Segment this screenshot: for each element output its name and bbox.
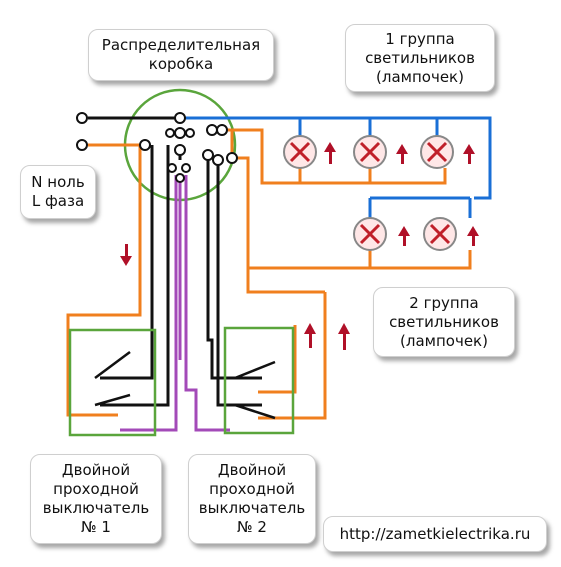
arrow-up: [324, 142, 336, 164]
label-line: выключатель: [42, 499, 150, 517]
lamps: [283, 135, 457, 251]
label-line: проходной: [53, 480, 139, 498]
label-switch2: Двойной проходной выключатель № 2: [188, 454, 316, 544]
label-line: L фаза: [31, 192, 85, 210]
lamp-2-2: [423, 217, 457, 251]
website-link[interactable]: http://zametkielectrika.ru: [323, 516, 547, 552]
switched-wires: [66, 128, 472, 420]
arrow-up: [304, 323, 316, 348]
lamp-1-1: [283, 135, 317, 169]
label-line: Двойной: [61, 461, 131, 479]
label-line: Распределительная: [101, 36, 261, 54]
label-line: № 2: [237, 518, 267, 536]
arrow-up: [338, 323, 350, 350]
arrow-up: [467, 226, 479, 246]
label-line: выключатель: [198, 499, 306, 517]
current-arrows: [120, 142, 479, 350]
label-line: светильников: [365, 48, 475, 67]
label-line: N ноль: [31, 173, 85, 191]
arrow-down: [120, 244, 132, 266]
label-switch1: Двойной проходной выключатель № 1: [30, 454, 162, 544]
label-line: коробка: [148, 55, 214, 73]
label-junction-box: Распределительная коробка: [88, 29, 274, 81]
label-neutral-phase: N ноль L фаза: [20, 165, 96, 219]
label-line: Двойной: [217, 461, 287, 479]
lamp-2-1: [353, 217, 387, 251]
label-group1: 1 группа светильников (лампочек): [345, 24, 495, 92]
arrow-up: [398, 226, 410, 246]
website-url: http://zametkielectrika.ru: [339, 524, 531, 543]
switch1-frame: [68, 328, 157, 437]
terminals: [76, 112, 238, 183]
label-line: (лампочек): [376, 67, 464, 86]
label-line: светильников: [389, 312, 499, 331]
switch2-frame: [223, 326, 295, 435]
neutral-wires: [88, 116, 492, 218]
switch-contacts: [94, 350, 276, 420]
traveler-wires: [120, 175, 230, 432]
label-line: № 1: [81, 518, 111, 536]
lamp-1-2: [353, 135, 387, 169]
label-line: 1 группа: [385, 29, 455, 48]
label-group2: 2 группа светильников (лампочек): [373, 287, 515, 357]
lamp-1-3: [420, 135, 454, 169]
label-line: проходной: [209, 480, 295, 498]
label-line: (лампочек): [400, 331, 488, 350]
label-line: 2 группа: [409, 293, 479, 312]
arrow-up: [463, 144, 475, 164]
arrow-up: [396, 144, 408, 164]
